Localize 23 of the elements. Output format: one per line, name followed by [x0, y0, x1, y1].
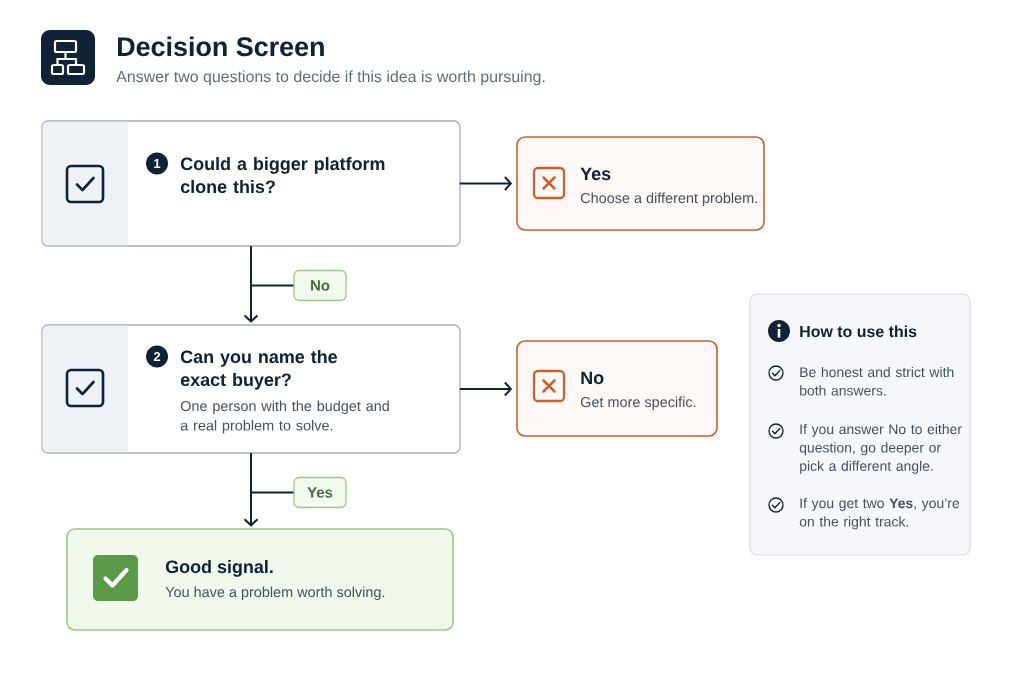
number-badge: 1 [146, 152, 168, 175]
title: Decision Screen [118, 36, 324, 57]
outcome-text: Choose a different problem. [580, 192, 757, 206]
arrow [459, 381, 513, 397]
edge-label: Yes [293, 476, 347, 509]
number-badge: 2 [146, 345, 168, 368]
arrow [243, 245, 259, 323]
outcome-text: Get more specific. [580, 396, 696, 410]
outcome-heading: No [581, 371, 604, 385]
tip-text: If you answer No to either question, go deeper or pick a different angle. [799, 423, 962, 474]
arrow [459, 176, 513, 191]
question-heading: Can you name the exact buyer? [180, 350, 337, 390]
result-text: You have a problem worth solving. [165, 586, 385, 600]
question-text: One person with the budget and a real problem to solve. [180, 400, 389, 434]
arrow [243, 452, 259, 527]
edge-label: No [293, 269, 347, 302]
subtitle: Answer two questions to decide if this idea is worth pursuing. [116, 70, 545, 86]
result-heading: Good signal. [165, 560, 273, 577]
question-heading: Could a bigger platform clone this? [180, 157, 385, 194]
tip-text: If you get two Yes, you’re on the right track. [799, 497, 960, 530]
tip-text: Be honest and strict with both answers. [800, 366, 954, 396]
panel-heading: How to use this [800, 325, 917, 338]
outcome-heading: Yes [580, 167, 611, 181]
